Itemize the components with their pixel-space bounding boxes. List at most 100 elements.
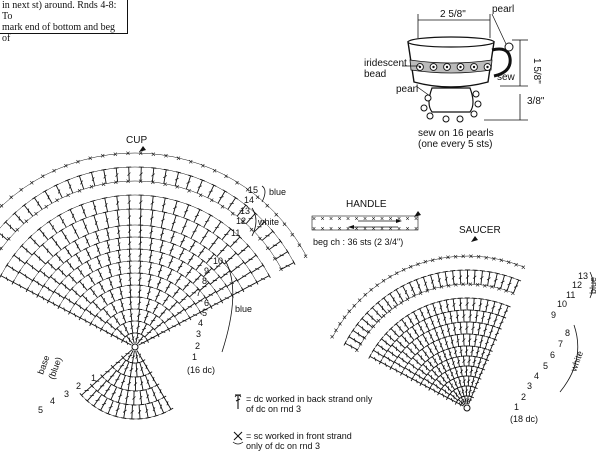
dc-stitch-bar xyxy=(115,173,119,177)
top-note-line-1: in next st) around. Rnds 4-8: To xyxy=(2,0,117,22)
dc-stitch-bar xyxy=(419,340,422,345)
dc-stitch-bar xyxy=(106,232,110,237)
dc-stitch-bar xyxy=(384,362,387,367)
saucer-rnd-12: 12 xyxy=(572,280,582,290)
dc-stitch-top xyxy=(452,366,458,369)
dc-stitch-top xyxy=(171,242,177,246)
dc-stitch-top xyxy=(73,252,79,256)
dc-stitch-top xyxy=(430,302,436,305)
dc-stitch-top xyxy=(160,251,166,255)
base-rnd-1: 1 xyxy=(91,373,96,383)
dc-stitch-top xyxy=(474,366,480,369)
dc-stitch-top xyxy=(166,293,172,297)
dc-stitch-bar xyxy=(471,326,475,330)
dc-stitch-bar xyxy=(152,376,155,382)
saucer-white-brace xyxy=(559,324,579,393)
dc-stitch-bar xyxy=(117,242,121,247)
dc-stitch-top xyxy=(113,167,119,169)
dc-stitch-bar xyxy=(149,242,153,246)
dc-stitch-bar xyxy=(507,282,512,286)
sc-stitch: × xyxy=(482,281,487,290)
dc-stitch-top xyxy=(59,280,64,285)
sc-stitch: × xyxy=(372,216,376,223)
sc-stitch: × xyxy=(19,185,24,194)
round-arc xyxy=(390,321,500,368)
dc-stitch-top xyxy=(111,313,116,318)
dc-stitch-bar xyxy=(462,338,466,342)
dc-stitch-bar xyxy=(436,384,438,389)
dc-stitch-bar xyxy=(465,302,469,306)
dc-stitch-top xyxy=(86,272,91,277)
dc-stitch-top xyxy=(56,213,62,217)
dc-stitch-bar xyxy=(467,399,473,402)
sc-stitch: × xyxy=(346,226,350,233)
dc-stitch-bar xyxy=(444,276,448,281)
dc-stitch-top xyxy=(12,252,16,258)
dc-stitch-top xyxy=(351,328,355,333)
sc-stitch: × xyxy=(461,252,466,261)
dc-stitch-bar xyxy=(74,312,76,318)
dc-stitch-top xyxy=(434,313,440,316)
dc-stitch-top xyxy=(176,171,182,174)
dc-stitch-top xyxy=(474,309,480,312)
dc-stitch-bar xyxy=(418,374,421,379)
dc-stitch-bar xyxy=(395,368,398,373)
sc-stitch: × xyxy=(34,209,39,218)
dc-stitch-bar xyxy=(439,305,443,310)
dc-stitch-top xyxy=(154,313,159,318)
cup-stitch-fan: ××××××××××××××××××××××××××××××××××××××××… xyxy=(0,149,308,346)
sc-stitch: × xyxy=(164,152,169,161)
cup-rnd-14: 14 xyxy=(244,195,254,205)
handle-pearl xyxy=(504,42,514,52)
cup-blue-label-2: blue xyxy=(235,304,252,314)
round-arc xyxy=(69,272,201,313)
dc-stitch-top xyxy=(427,315,433,319)
dc-stitch-top xyxy=(147,298,153,301)
dc-stitch-bar xyxy=(125,395,129,399)
dc-stitch-top xyxy=(98,293,104,297)
dc-stitch-bar xyxy=(437,277,441,282)
dc-stitch-top xyxy=(52,289,57,294)
dc-stitch-bar xyxy=(117,254,121,259)
dc-stitch-bar xyxy=(96,235,99,240)
dc-stitch-top xyxy=(101,168,107,171)
pearl-bottom-label: pearl xyxy=(396,84,418,95)
dc-stitch-top xyxy=(107,288,113,292)
dc-stitch-top xyxy=(46,219,52,224)
sc-stitch: × xyxy=(338,226,342,233)
dc-stitch-bar xyxy=(444,389,447,394)
sc-stitch: × xyxy=(188,157,193,166)
dc-stitch-bar xyxy=(105,389,110,391)
dc-stitch-bar xyxy=(203,308,208,311)
round-arc xyxy=(80,284,190,319)
dc-stitch-bar xyxy=(101,285,104,290)
cup-rnd-3: 3 xyxy=(196,329,201,339)
dc-stitch-top xyxy=(12,211,17,216)
dc-stitch-top xyxy=(162,197,168,199)
dc-stitch-top xyxy=(454,386,460,390)
sc-stitch: × xyxy=(187,186,192,195)
sc-stitch: × xyxy=(506,258,511,267)
dc-stitch-top xyxy=(213,289,218,294)
sc-stitch: × xyxy=(381,277,386,286)
dc-stitch-top xyxy=(211,183,217,187)
sc-stitch: × xyxy=(469,252,474,261)
dc-stitch-top xyxy=(162,211,168,214)
dc-stitch-bar xyxy=(101,403,107,406)
dc-stitch-bar xyxy=(72,213,75,218)
dc-stitch-bar xyxy=(111,293,114,298)
dc-stitch-top xyxy=(102,211,108,214)
dc-stitch-bar xyxy=(417,284,421,289)
sc-stitch: × xyxy=(375,281,380,290)
dc-stitch-bar xyxy=(392,297,395,302)
dc-stitch-bar xyxy=(150,319,156,322)
dc-stitch-top xyxy=(375,342,380,347)
dc-stitch-bar xyxy=(435,331,438,337)
dc-stitch-top xyxy=(46,298,51,304)
dc-stitch-bar xyxy=(173,206,178,210)
dc-stitch-top xyxy=(164,306,169,311)
dc-stitch-bar xyxy=(350,344,353,349)
dc-stitch-top xyxy=(382,353,386,359)
sc-stitch: × xyxy=(282,220,287,229)
dc-stitch-bar xyxy=(453,327,457,331)
